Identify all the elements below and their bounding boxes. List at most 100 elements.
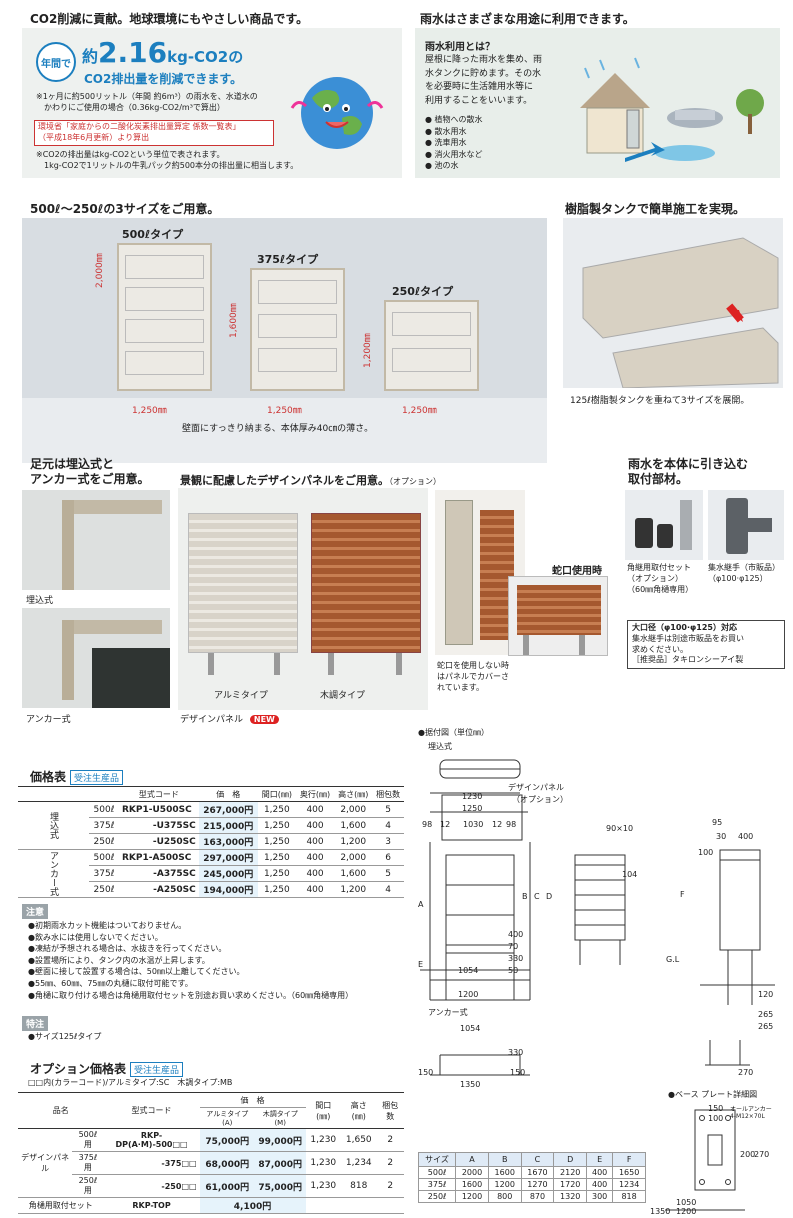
drawing-title: ●据付図（単位㎜） xyxy=(418,728,489,737)
dim-98b: 98 xyxy=(506,820,517,829)
dim-30: 30 xyxy=(716,832,727,841)
corner-set-photo xyxy=(625,490,703,560)
joint-text: 集水継手（市販品）（φ100·φ125） xyxy=(708,563,780,583)
dim-1054b: 1054 xyxy=(460,1024,481,1033)
notes-list: ●初期雨水カット機能はついておりません。 ●飲み水には使用しないでください。 ●… xyxy=(28,921,354,1000)
foot-heading-1: 足元は埋込式と xyxy=(30,457,115,471)
co2-line2: CO2排出量を削減できます。 xyxy=(84,72,243,86)
tank-500 xyxy=(117,243,212,391)
faucet-label: 蛇口使用時 xyxy=(552,566,602,577)
gl-label: G.L xyxy=(666,955,680,964)
alumi-label: アルミタイプ xyxy=(214,691,268,701)
earth-illustration xyxy=(290,77,384,149)
dim-70: 70 xyxy=(508,942,519,951)
height-250: 1,200㎜ xyxy=(363,333,373,368)
dim-50: 50 xyxy=(508,966,519,975)
base-plate-title: ●ベース プレート詳細図 xyxy=(668,1090,758,1099)
dim-1230: 1230 xyxy=(462,792,483,801)
type-375-label: 375ℓタイプ xyxy=(257,253,319,266)
special-title: 特注 xyxy=(22,1016,49,1031)
dim-12b: 12 xyxy=(492,820,503,829)
base-270: 270 xyxy=(754,1150,770,1159)
dim-100: 100 xyxy=(698,848,714,857)
dim-1350: 1350 xyxy=(460,1080,481,1089)
dim-1054: 1054 xyxy=(458,966,479,975)
intake-heading-1: 雨水を本体に引き込む xyxy=(628,457,749,471)
dim-120: 120 xyxy=(758,990,774,999)
rain-body: 屋根に降った雨水を集め、雨水タンクに貯めます。その水を必要時に生活雑用水等に利用… xyxy=(425,55,543,106)
price-table: 型式コード 価 格 間口(㎜) 奥行(㎜) 高さ(㎜) 梱包数 埋込式 500ℓ… xyxy=(18,786,404,898)
type-250-label: 250ℓタイプ xyxy=(392,285,454,298)
dim-400: 400 xyxy=(738,832,754,841)
co2-note2: かわりにご使用の場合（0.36kg-CO2/m³で算出） xyxy=(44,103,225,112)
base-200: 200 xyxy=(740,1150,756,1159)
dim-E: E xyxy=(418,960,424,969)
rain-uses: ● 植物への散水 ● 散水用水 ● 洗車用水 ● 消火用水など ● 池の水 xyxy=(425,115,483,171)
dim-98a: 98 xyxy=(422,820,433,829)
dim-12a: 12 xyxy=(440,820,451,829)
base-1350: 1350 xyxy=(650,1207,671,1216)
rain-title: 雨水利用とは？ xyxy=(425,42,495,53)
width-250: 1,250㎜ xyxy=(402,406,437,416)
dim-95: 95 xyxy=(712,818,723,827)
dim-270: 270 xyxy=(738,1068,754,1077)
dim-F: F xyxy=(680,890,685,899)
base-1050: 1050 xyxy=(676,1198,697,1207)
option-heading: オプション価格表受注生産品 xyxy=(30,1060,184,1077)
corner-set-text: 角継用取付セット（オプション）（60㎜角樋専用） xyxy=(627,563,694,594)
faucet-photo xyxy=(508,576,608,656)
co2-note4: 1kg-CO2で1リットルの牛乳パック約500本分の排出量に相当します。 xyxy=(44,161,299,170)
embed-label: 埋込式 xyxy=(26,596,54,606)
co2-badge: 年間で xyxy=(36,42,76,82)
panel-label-1: デザインパネル xyxy=(508,783,564,792)
dim-C: C xyxy=(534,892,540,901)
option-table: 品名 型式コード 価 格 間口(㎜) 高さ(㎜) 梱包数 アルミタイプ(A) 木… xyxy=(18,1092,404,1214)
panel-label-2: （オプション） xyxy=(512,795,568,804)
base-150: 150 xyxy=(708,1104,724,1113)
dim-1250: 1250 xyxy=(462,804,483,813)
dim-B: B xyxy=(522,892,528,901)
resin-caption: 125ℓ樹脂製タンクを重ねて3サイズを展開。 xyxy=(570,396,750,406)
panel-photo xyxy=(178,488,428,710)
rain-heading: 雨水はさまざまな用途に利用できます。 xyxy=(420,12,635,26)
co2-big: 約2.16kg-CO2の xyxy=(82,36,244,69)
dim-1030: 1030 xyxy=(463,820,484,829)
dim-150b: 150 xyxy=(510,1068,526,1077)
dim-D: D xyxy=(546,892,553,901)
co2-reference: 環境省「家庭からの二酸化炭素排出量算定 係数一覧表」（平成18年6月更新）より算… xyxy=(34,120,274,146)
intake-heading-2: 取付部材。 xyxy=(628,472,689,486)
tank-250 xyxy=(384,300,479,391)
anchor-photo xyxy=(22,608,170,708)
dim-104: 104 xyxy=(622,870,638,879)
co2-note1: ※1ヶ月に約500リットル（年間 約6m³）の雨水を、水道水の xyxy=(36,92,258,101)
sizes-heading: 500ℓ～250ℓの3サイズをご用意。 xyxy=(30,202,220,216)
panel-heading: 景観に配慮したデザインパネルをご用意。（オプション） xyxy=(180,474,441,487)
resin-heading: 樹脂製タンクで簡単施工を実現。 xyxy=(565,202,746,216)
anchor-drawing-label: アンカー式 xyxy=(428,1008,468,1017)
height-375: 1,600㎜ xyxy=(229,303,239,338)
co2-heading: CO2削減に貢献。地球環境にもやさしい商品です。 xyxy=(30,12,309,26)
installation-drawing xyxy=(420,759,775,1211)
width-375: 1,250㎜ xyxy=(267,406,302,416)
rain-panel: 雨水利用とは？ 屋根に降った雨水を集め、雨水タンクに貯めます。その水を必要時に生… xyxy=(415,28,780,178)
dim-400b: 400 xyxy=(508,930,524,939)
wood-label: 木調タイプ xyxy=(320,691,366,701)
resin-photo xyxy=(563,218,783,389)
type-500-label: 500ℓタイプ xyxy=(122,228,184,241)
base-1200: 1200 xyxy=(676,1207,697,1216)
foot-heading-2: アンカー式をご用意。 xyxy=(30,472,150,486)
drawing-embed-label: 埋込式 xyxy=(428,742,452,751)
dim-330b: 330 xyxy=(508,1048,524,1057)
